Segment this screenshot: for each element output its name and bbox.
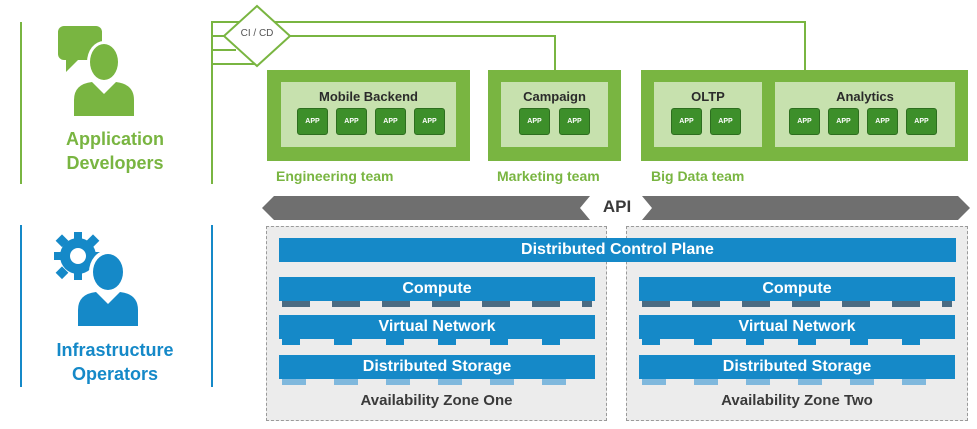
zone-one-storage-disks (282, 379, 592, 385)
operators-label-line1: Infrastructure (56, 340, 174, 360)
developers-right-divider (211, 22, 213, 184)
app-chip: APP (710, 108, 741, 135)
engineering-team-box: Mobile Backend APP APP APP APP (267, 70, 470, 161)
zone-one-storage-bar: Distributed Storage (279, 355, 595, 379)
zone-two-network-links (642, 339, 952, 345)
zone-one-network-links (282, 339, 592, 345)
zone-one-network-bar: Virtual Network (279, 315, 595, 339)
developers-label: Application Developers (40, 127, 190, 175)
operators-left-divider (20, 225, 22, 387)
cicd-label: CI / CD (240, 28, 274, 39)
zone-two-compute-nodes (642, 301, 952, 307)
app-chip: APP (297, 108, 328, 135)
operator-gear-person-icon (54, 232, 138, 326)
marketing-team-box: Campaign APP APP (488, 70, 621, 161)
app-chip: APP (414, 108, 445, 135)
operators-label: Infrastructure Operators (30, 338, 200, 386)
zone-two-label: Availability Zone Two (721, 392, 873, 409)
operators-label-line2: Operators (71, 364, 159, 384)
cicd-diamond (222, 4, 292, 68)
zone-two-storage-bar: Distributed Storage (639, 355, 955, 379)
operators-right-divider (211, 225, 213, 387)
developer-person-icon (58, 26, 134, 116)
zone-one-compute-nodes (282, 301, 592, 307)
developers-label-line1: Application (66, 129, 164, 149)
zone-two-storage-disks (642, 379, 952, 385)
engineering-team-label: Engineering team (276, 168, 394, 184)
campaign-project: Campaign APP APP (501, 82, 608, 147)
bigdata-team-label: Big Data team (651, 168, 745, 184)
zone-two-network-bar: Virtual Network (639, 315, 955, 339)
oltp-title: OLTP (691, 89, 725, 104)
app-chip: APP (828, 108, 859, 135)
app-chip: APP (336, 108, 367, 135)
api-label: API (602, 197, 632, 216)
zone-two-compute-bar: Compute (639, 277, 955, 301)
zone-one-compute-bar: Compute (279, 277, 595, 301)
cicd-connector-lines (211, 21, 806, 70)
zone-one-label: Availability Zone One (360, 392, 513, 409)
analytics-project: Analytics APP APP APP APP (775, 82, 955, 147)
marketing-team-label: Marketing team (497, 168, 600, 184)
app-chip: APP (375, 108, 406, 135)
campaign-title: Campaign (523, 89, 586, 104)
app-chip: APP (559, 108, 590, 135)
app-chip: APP (671, 108, 702, 135)
api-arrow (262, 196, 970, 220)
oltp-project: OLTP APP APP (654, 82, 762, 147)
analytics-title: Analytics (836, 89, 894, 104)
app-chip: APP (867, 108, 898, 135)
bigdata-team-box: OLTP APP APP Analytics APP APP APP APP (641, 70, 968, 161)
developers-label-line2: Developers (66, 153, 164, 173)
app-chip: APP (519, 108, 550, 135)
mobile-backend-project: Mobile Backend APP APP APP APP (281, 82, 456, 147)
developers-left-divider (20, 22, 22, 184)
app-chip: APP (906, 108, 937, 135)
distributed-control-plane-bar: Distributed Control Plane (279, 238, 956, 262)
app-chip: APP (789, 108, 820, 135)
mobile-backend-title: Mobile Backend (319, 89, 418, 104)
